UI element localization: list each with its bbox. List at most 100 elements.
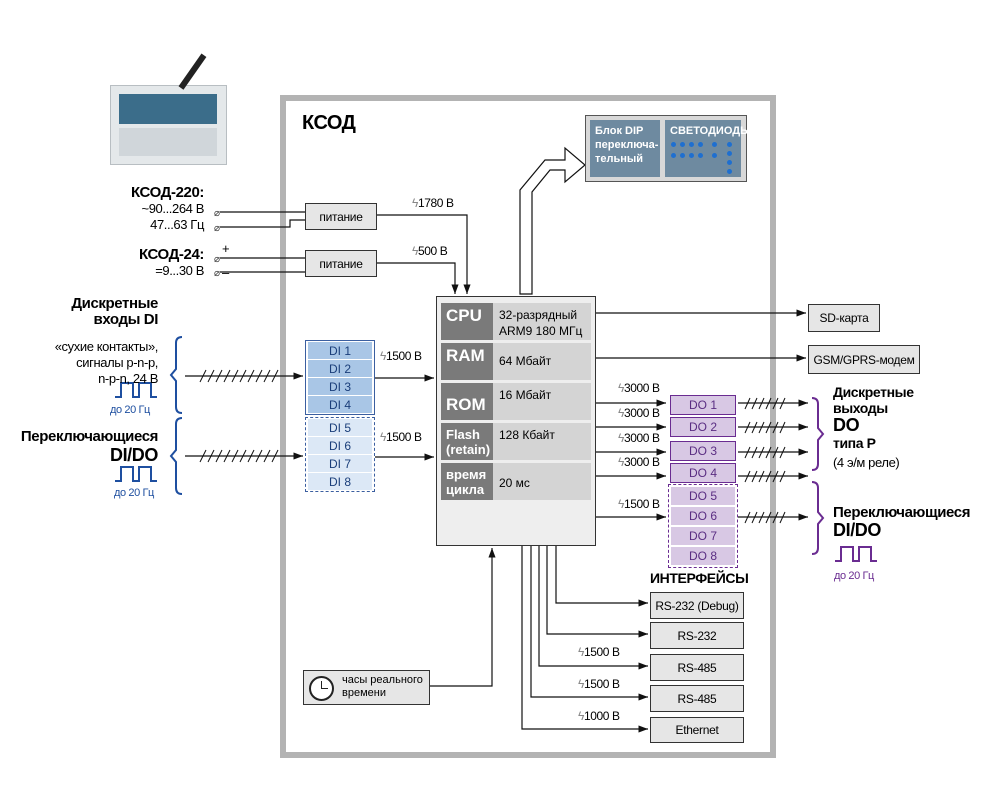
ksod220-voltage: ~90...264 В — [141, 201, 205, 216]
didi-title-1: Переключающиеся — [20, 428, 158, 445]
bus-arrow-dip — [519, 146, 586, 295]
do-title-1: Дискретные — [833, 384, 914, 400]
dodi-title-2: DI/DO — [833, 520, 882, 540]
isolation-di2: ϟ1500 В — [380, 430, 422, 444]
dodi-frequency: до 20 Гц — [834, 570, 874, 582]
isolation-do1: ϟ3000 В — [618, 381, 660, 395]
dip-led-block: Блок DIP переключа-тельный СВЕТОДИОДЫ — [585, 115, 751, 182]
plus-sign: + — [222, 241, 230, 256]
do-channel: DO 6 — [671, 507, 735, 525]
line-if1 — [555, 544, 648, 607]
minus-sign: – — [222, 265, 229, 280]
di-channel: DI 6 — [308, 437, 372, 454]
isolation-psu2: ϟ500 В — [412, 244, 448, 258]
interface-rs485-2: RS-485 — [650, 685, 744, 712]
line-power220-b — [220, 219, 305, 228]
interface-rs232: RS-232 — [650, 622, 744, 649]
line-if4 — [530, 544, 648, 701]
lightning-icon: ϟ — [412, 244, 418, 258]
lightning-icon: ϟ — [412, 196, 418, 210]
di-desc-1: «сухие контакты», — [54, 339, 159, 354]
line-psu1-cpu — [375, 214, 471, 294]
di-channel: DI 3 — [308, 378, 372, 395]
di-channel: DI 8 — [308, 473, 372, 490]
device-title: КСОД — [302, 112, 356, 134]
didi-frequency: до 20 Гц — [114, 487, 154, 499]
isolation-ethernet: ϟ1000 В — [578, 709, 620, 723]
di-channel: DI 5 — [308, 419, 372, 436]
do-title-4: типа Р — [833, 435, 876, 451]
brace-didi — [169, 417, 183, 495]
line-if2 — [546, 544, 648, 638]
interface-rs232-debug: RS-232 (Debug) — [650, 592, 744, 619]
sd-card: SD-карта — [808, 304, 880, 332]
dodi-title-1: Переключающиеся — [833, 504, 971, 521]
interfaces-title: ИНТЕРФЕЙСЫ — [650, 570, 749, 586]
ksod24-voltage: =9...30 В — [155, 263, 204, 278]
svg-text:⌀: ⌀ — [214, 223, 220, 234]
ksod220-label: КСОД-220: — [131, 184, 204, 201]
di-channel: DI 1 — [308, 342, 372, 359]
line-if3 — [538, 544, 648, 670]
interface-ethernet: Ethernet — [650, 717, 744, 743]
di-channel: DI 4 — [308, 396, 372, 413]
isolation-psu1: ϟ1780 В — [412, 196, 454, 210]
rtc-label: часы реального времени — [342, 674, 423, 699]
do-title-5: (4 э/м реле) — [833, 455, 900, 470]
do-title-3: DO — [833, 415, 860, 435]
device-image — [110, 85, 227, 165]
didi-title-2: DI/DO — [109, 445, 158, 465]
line-if5 — [521, 544, 648, 733]
ksod24-label: КСОД-24: — [138, 246, 204, 263]
rtc-block: часы реального времени — [303, 670, 430, 705]
clock-icon — [309, 676, 334, 701]
line-clock — [420, 548, 496, 690]
isolation-rs485-1: ϟ1500 В — [578, 645, 620, 659]
di-frequency: до 20 Гц — [110, 404, 150, 416]
ksod220-frequency: 47...63 Гц — [150, 217, 204, 232]
svg-text:⌀: ⌀ — [214, 268, 220, 279]
isolation-do5: ϟ1500 В — [618, 497, 660, 511]
di-title-2: входы DI — [93, 311, 159, 328]
di-channel: DI 2 — [308, 360, 372, 377]
brace-di — [169, 336, 183, 414]
di-desc-2: сигналы p-n-p, — [76, 355, 158, 370]
do-channel: DO 1 — [670, 395, 736, 415]
svg-text:⌀: ⌀ — [214, 208, 220, 219]
di-group-2: DI 5 DI 6 DI 7 DI 8 — [305, 417, 375, 492]
do-channel: DO 7 — [671, 527, 735, 545]
do-channel: DO 2 — [670, 417, 736, 437]
brace-do — [811, 397, 825, 471]
svg-text:⌀: ⌀ — [214, 254, 220, 265]
isolation-do3: ϟ3000 В — [618, 431, 660, 445]
pulse-icon-didi — [115, 466, 157, 482]
interface-rs485-1: RS-485 — [650, 654, 744, 681]
do-channel: DO 3 — [670, 441, 736, 461]
pulse-icon-di — [115, 382, 157, 398]
do-group-2: DO 5 DO 6 DO 7 DO 8 — [668, 484, 738, 568]
isolation-di1: ϟ1500 В — [380, 349, 422, 363]
isolation-do4: ϟ3000 В — [618, 455, 660, 469]
pulse-icon-do — [835, 546, 877, 562]
di-title-1: Дискретные — [71, 295, 158, 312]
do-channel: DO 4 — [670, 463, 736, 483]
power-supply-220: питание — [305, 203, 377, 230]
flash-row: Flash (retain)128 Кбайт — [441, 423, 591, 460]
do-group-1: DO 1 DO 2 DO 3 DO 4 — [668, 393, 738, 485]
line-psu2-cpu — [375, 262, 459, 294]
di-desc-3: n-p-n, 24 В — [98, 371, 158, 386]
di-channel: DI 7 — [308, 455, 372, 472]
do-title-2: выходы — [833, 400, 888, 416]
di-group-1: DI 1 DI 2 DI 3 DI 4 — [305, 340, 375, 415]
leds-block: СВЕТОДИОДЫ — [665, 120, 751, 177]
do-channel: DO 8 — [671, 547, 735, 565]
isolation-rs485-2: ϟ1500 В — [578, 677, 620, 691]
gsm-modem: GSM/GPRS-модем — [808, 345, 920, 374]
dip-switch-block: Блок DIP переключа-тельный — [590, 120, 660, 177]
